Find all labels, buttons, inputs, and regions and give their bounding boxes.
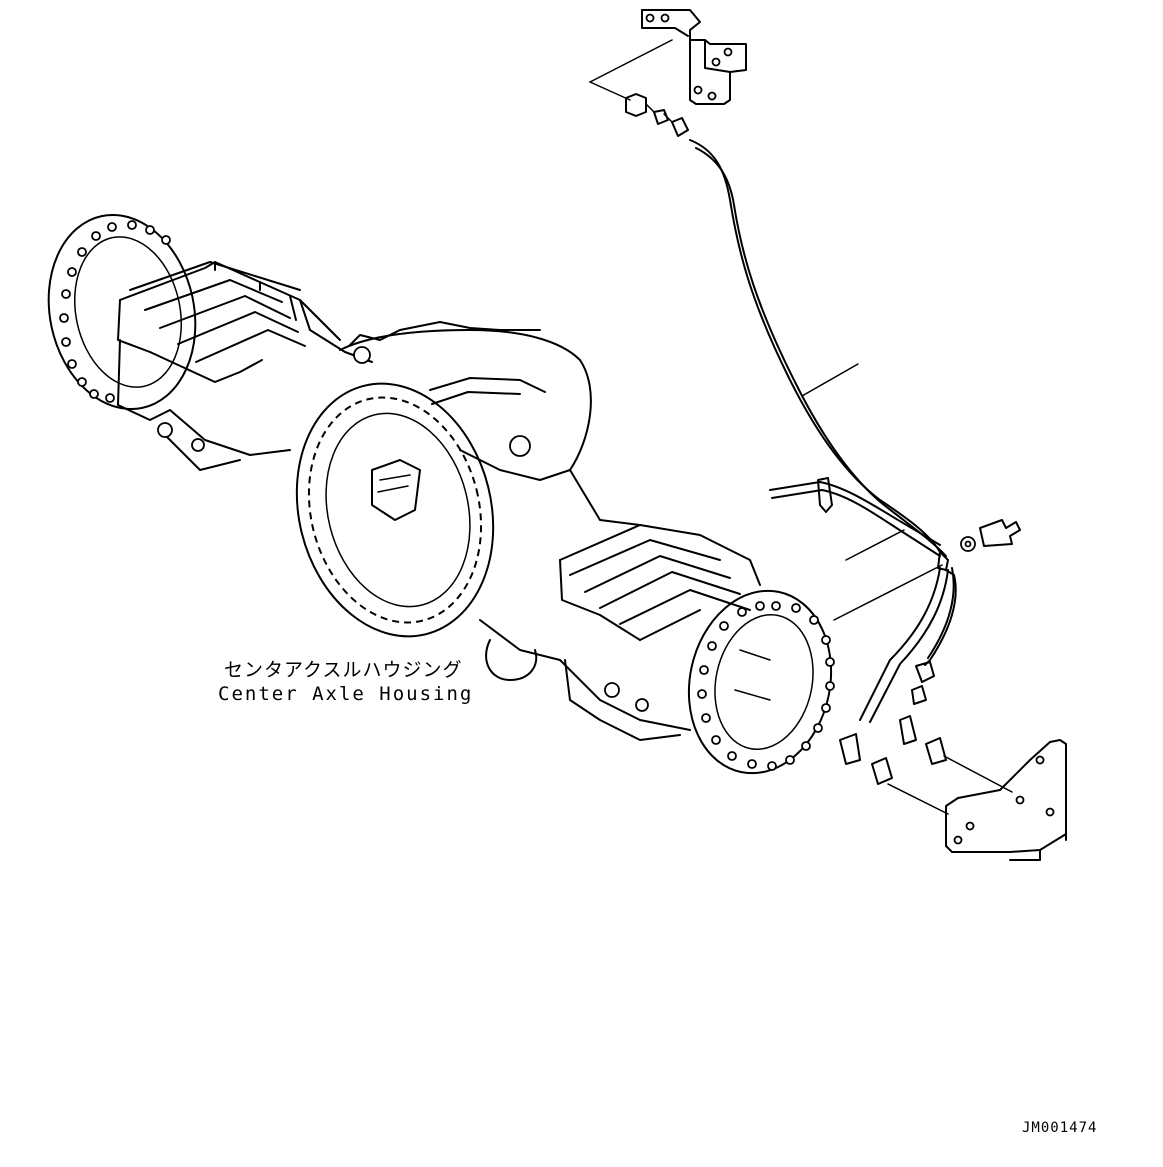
- right-flange: [687, 589, 835, 775]
- right-arm: [479, 524, 761, 741]
- center-axle-housing: [47, 213, 835, 775]
- leader-lines: [801, 363, 1013, 815]
- top-fittings: [589, 39, 689, 137]
- callout-label-en: Center Axle Housing: [218, 683, 474, 705]
- left-arm: [117, 261, 373, 471]
- callout-label-jp: センタアクスルハウジング: [224, 659, 463, 681]
- right-flange-bolt-holes: [697, 601, 835, 771]
- center-bowl: [339, 321, 641, 526]
- left-flange: [47, 213, 197, 411]
- bottom-bracket: [945, 739, 1067, 861]
- right-fittings: [839, 519, 1021, 785]
- drawing-number: JM001474: [1022, 1120, 1098, 1136]
- hose-lines: [689, 139, 957, 723]
- left-flange-bolt-holes: [59, 220, 171, 403]
- top-bracket: [641, 9, 747, 105]
- center-ring-flange: [295, 382, 495, 638]
